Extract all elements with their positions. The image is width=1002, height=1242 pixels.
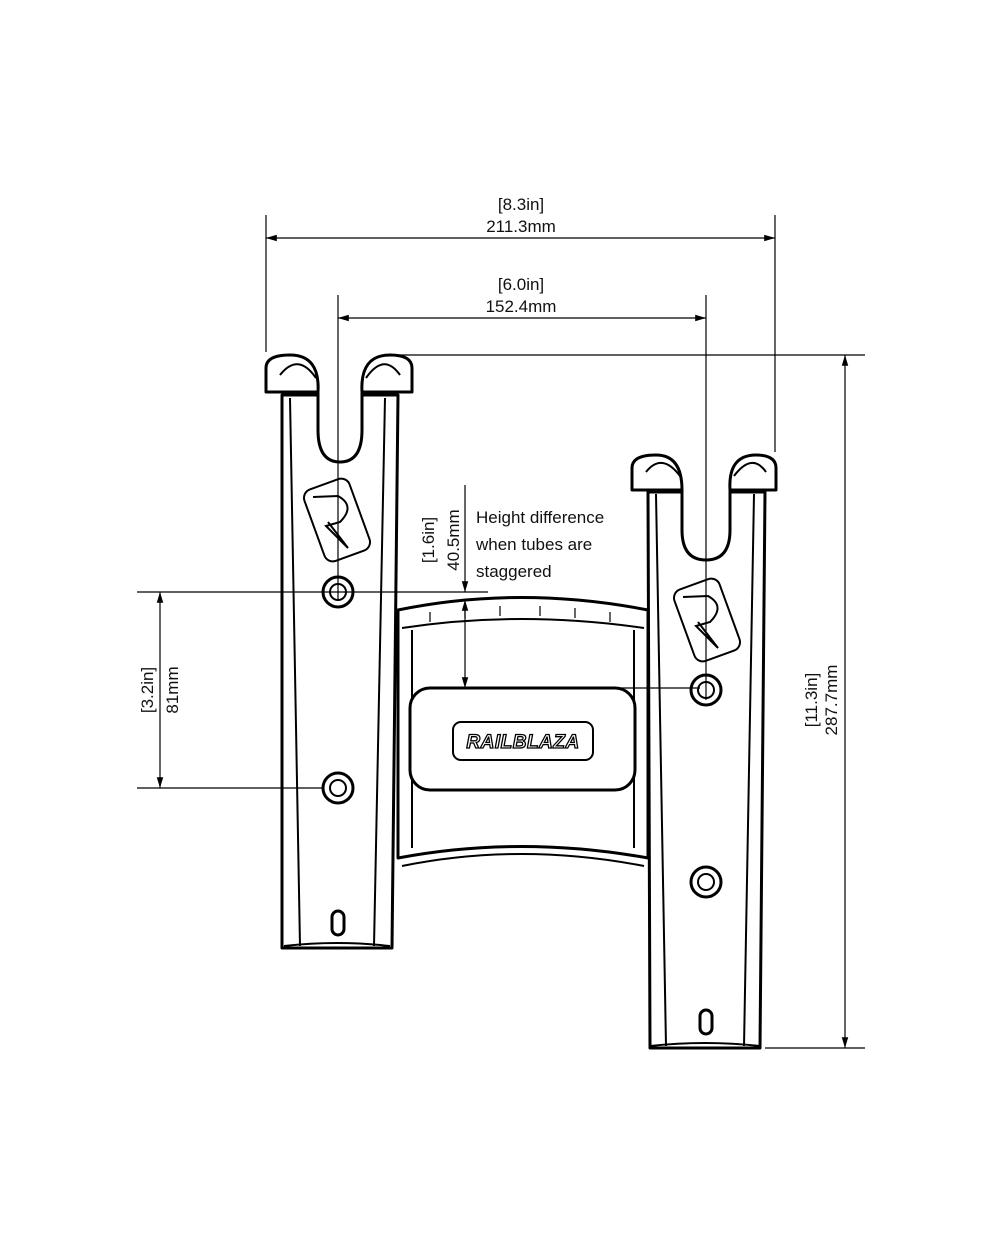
overall-height-metric: 287.7mm bbox=[822, 665, 841, 736]
drain-slot bbox=[330, 909, 346, 937]
annotation-line: when tubes are bbox=[475, 535, 592, 554]
overall-height-imperial: [11.3in] bbox=[802, 673, 821, 728]
mounting-hole bbox=[321, 771, 355, 805]
r-logo-icon bbox=[302, 477, 372, 563]
overall-width-imperial: [8.3in] bbox=[498, 195, 544, 214]
overall-width-metric: 211.3mm bbox=[486, 217, 556, 236]
height-difference-metric: 40.5mm bbox=[444, 509, 463, 570]
annotation-line: staggered bbox=[476, 562, 552, 581]
tube-spacing-imperial: [6.0in] bbox=[498, 275, 544, 294]
r-logo-icon bbox=[672, 577, 742, 663]
tube-spacing-metric: 152.4mm bbox=[486, 297, 557, 316]
hole-spacing-metric: 81mm bbox=[163, 666, 182, 713]
dimension-overall-height: [11.3in] 287.7mm bbox=[395, 354, 865, 1049]
hole-spacing-imperial: [3.2in] bbox=[138, 667, 157, 713]
right-tube bbox=[630, 453, 778, 1050]
dimension-overall-width: [8.3in] 211.3mm bbox=[265, 195, 776, 452]
height-difference-imperial: [1.6in] bbox=[419, 517, 438, 563]
mounting-hole bbox=[689, 865, 723, 899]
annotation-line: Height difference bbox=[476, 508, 604, 527]
dimension-height-difference: [1.6in] 40.5mm Height difference when tu… bbox=[419, 485, 700, 689]
logo-text: RAILBLAZA bbox=[466, 732, 579, 753]
dimension-tube-spacing: [6.0in] 152.4mm bbox=[337, 275, 707, 700]
railblaza-logo: RAILBLAZA bbox=[452, 721, 594, 761]
drain-slot bbox=[698, 1008, 714, 1036]
left-tube bbox=[264, 353, 414, 950]
dimension-hole-spacing: [3.2in] 81mm bbox=[137, 591, 488, 789]
